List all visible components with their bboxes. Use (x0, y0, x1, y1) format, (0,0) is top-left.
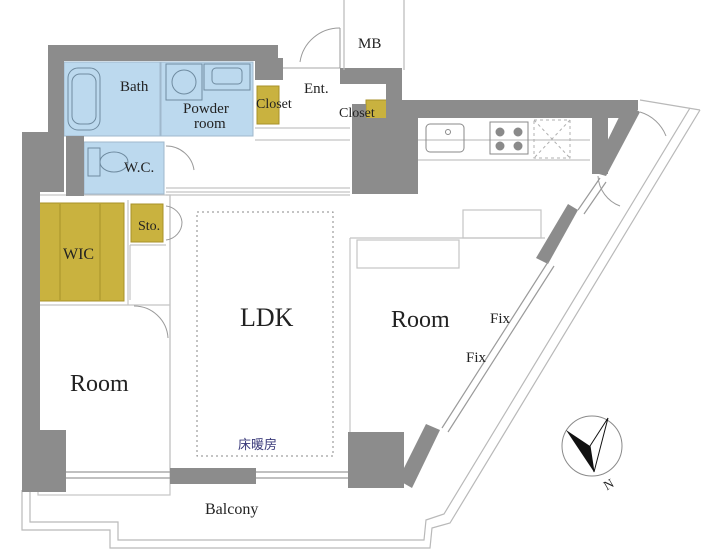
wc-label: W.C. (124, 160, 154, 176)
entrance-label: Ent. (304, 81, 329, 97)
wic-shelf-lines (59, 204, 101, 300)
bottom-windows (66, 471, 348, 479)
closet-left-label: Closet (256, 97, 292, 112)
compass-north-label: N (601, 475, 617, 493)
balcony-outline (21, 99, 701, 549)
closet-left-area (256, 85, 280, 125)
toilet-icon (87, 147, 129, 177)
wc-area (83, 141, 165, 195)
kitchen-sink-icon (425, 123, 465, 153)
mb-label: MB (358, 36, 381, 52)
north-arrow-compass: N (561, 415, 623, 493)
storage-label: Sto. (138, 219, 160, 234)
entrance-lines (283, 0, 405, 70)
storage-areas (37, 85, 389, 302)
closet-right-label: Closet (339, 106, 375, 121)
bath-label: Bath (120, 79, 149, 95)
powder-room-area (160, 61, 254, 137)
walls (22, 45, 640, 492)
range-hood-lines (533, 119, 571, 159)
bathtub-icon (67, 67, 101, 131)
balcony-label: Balcony (205, 501, 258, 518)
washing-machine-icon (165, 63, 203, 101)
washbasin-icon (203, 63, 251, 91)
powder-room-label-line2: room (194, 116, 226, 132)
floor-heating-label: 床暖房 (238, 437, 277, 453)
bath-area (63, 61, 161, 137)
floor-heating-area (196, 211, 334, 457)
storage-area (130, 203, 164, 243)
wic-label: WIC (63, 246, 94, 263)
ldk-label: LDK (240, 303, 294, 332)
gas-stove-icon (489, 121, 529, 155)
room-right-label: Room (391, 307, 450, 333)
room-left-label: Room (70, 371, 129, 397)
interior-lines (37, 127, 590, 496)
door-swings (133, 27, 667, 339)
diagonal-windows (441, 177, 607, 433)
fix-upper-label: Fix (490, 311, 511, 327)
powder-room-label-line1: Powder (183, 101, 229, 117)
fix-lower-label: Fix (466, 350, 487, 366)
wic-area (37, 202, 125, 302)
